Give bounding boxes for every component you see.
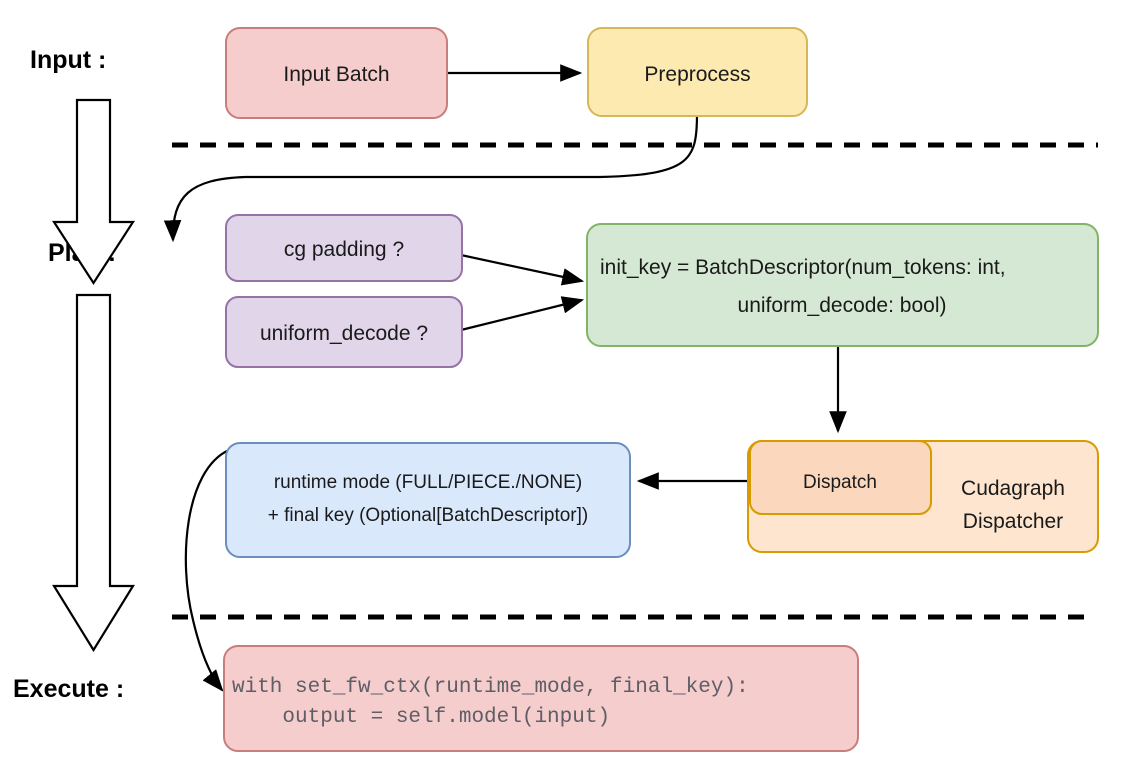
node-runtime-mode-line2: + final key (Optional[BatchDescriptor]) [268,505,589,526]
node-uniform-decode-label: uniform_decode ? [260,322,428,345]
node-execute-code-line2: output = self.model(input) [232,706,610,729]
node-input-batch[interactable]: Input Batch [225,27,448,119]
node-runtime-mode-shape [225,442,631,558]
stage-flow-arrow-plan-to-execute [52,293,135,653]
node-init-key-shape [586,223,1099,347]
node-input-batch-label: Input Batch [283,63,389,86]
node-execute-code[interactable]: with set_fw_ctx(runtime_mode, final_key)… [223,645,859,752]
node-runtime-mode-line1: runtime mode (FULL/PIECE./NONE) [274,472,582,493]
node-uniform-decode-shape [225,296,463,368]
stage-flow-arrow-input-to-plan [51,98,136,286]
node-cudagraph-dispatcher-line1: Cudagraph [961,477,1065,500]
node-preprocess-label: Preprocess [644,63,750,86]
node-execute-code-shape [223,645,859,752]
node-runtime-mode[interactable]: runtime mode (FULL/PIECE./NONE) + final … [225,442,631,558]
edge-runtime-mode-to-execute-code [184,448,230,692]
node-init-key-line2: uniform_decode: bool) [738,294,947,317]
stage-label-input: Input : [30,46,106,74]
node-dispatch-label: Dispatch [803,472,877,493]
edge-uniform-decode-to-init-key [460,296,585,332]
node-preprocess[interactable]: Preprocess [587,27,808,117]
stage-label-execute: Execute : [13,675,124,703]
node-init-key[interactable]: init_key = BatchDescriptor(num_tokens: i… [586,223,1099,347]
node-dispatch-shape [749,440,932,515]
node-cg-padding-shape [225,214,463,282]
node-cg-padding[interactable]: cg padding ? [225,214,463,282]
node-execute-code-line1: with set_fw_ctx(runtime_mode, final_key)… [232,676,749,699]
node-dispatch[interactable]: Dispatch [749,440,932,515]
node-input-batch-shape [225,27,448,119]
node-uniform-decode[interactable]: uniform_decode ? [225,296,463,368]
node-init-key-line1: init_key = BatchDescriptor(num_tokens: i… [600,256,1006,279]
node-cg-padding-label: cg padding ? [284,238,404,261]
node-preprocess-shape [587,27,808,117]
edge-preprocess-to-cg-padding [163,113,699,243]
edge-cg-padding-to-init-key [460,253,585,286]
node-cudagraph-dispatcher-line2: Dispatcher [963,510,1063,533]
